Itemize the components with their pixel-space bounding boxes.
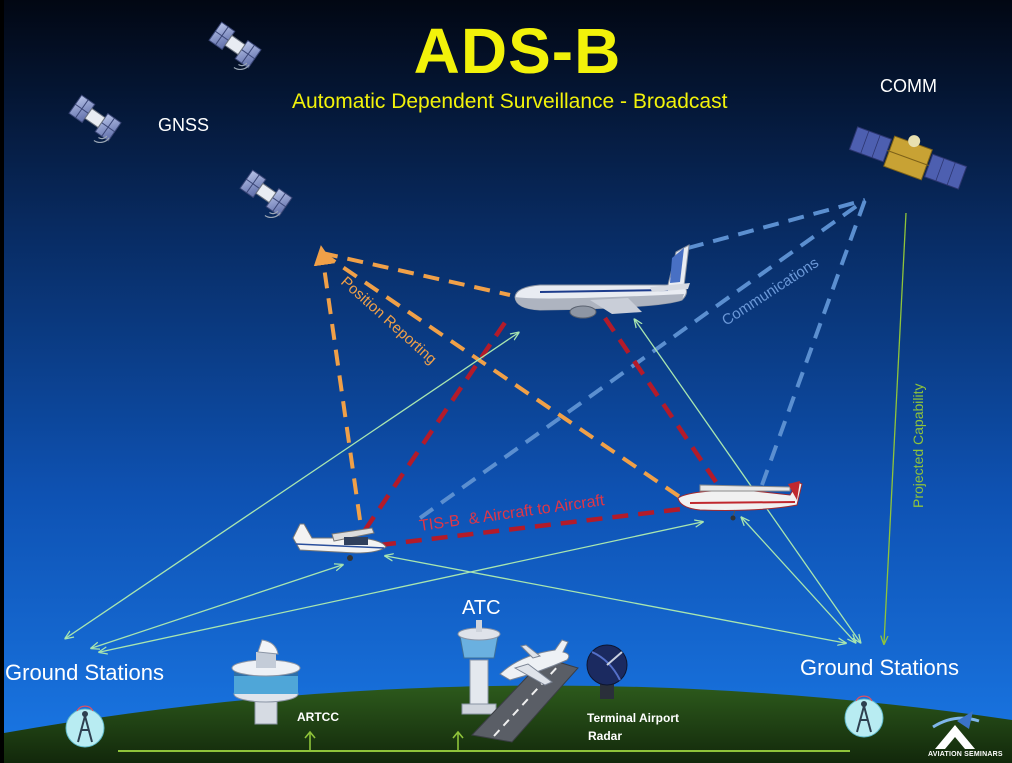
ground-stations-left-label: Ground Stations	[5, 660, 164, 685]
page-title: ADS-B	[413, 15, 622, 87]
gnss-label: GNSS	[158, 115, 210, 135]
airliner-icon	[514, 244, 690, 319]
comm-label: COMM	[880, 76, 937, 96]
aviation-seminars-logo	[932, 711, 980, 749]
artcc-building-icon	[231, 639, 301, 725]
terminal-airport-label: Terminal Airport	[587, 711, 680, 725]
page-subtitle: Automatic Dependent Surveillance - Broad…	[292, 90, 728, 113]
atc-label: ATC	[462, 597, 501, 619]
ground-stations-right-label: Ground Stations	[800, 655, 959, 680]
artcc-label: ARTCC	[297, 710, 339, 724]
ground-station-links	[66, 320, 860, 652]
business-jet-icon	[499, 639, 570, 686]
small-aircraft-icon	[292, 523, 387, 561]
radar-label: Radar	[588, 729, 623, 743]
ground-uplink-arrows	[304, 730, 464, 750]
logo-text: AVIATION SEMINARS	[928, 751, 1003, 758]
small-aircraft-icon	[677, 481, 803, 521]
runway-icon	[470, 657, 579, 743]
comm-satellite-icon	[848, 126, 968, 190]
projected-capability-link	[884, 212, 907, 643]
radar-dish-icon	[586, 644, 628, 699]
ground-station-icon	[844, 695, 884, 738]
sky-background	[4, 0, 1012, 763]
ground-station-icon	[65, 705, 105, 748]
control-tower-icon	[457, 620, 501, 715]
projected-capability-label: Projected Capability	[910, 383, 926, 508]
